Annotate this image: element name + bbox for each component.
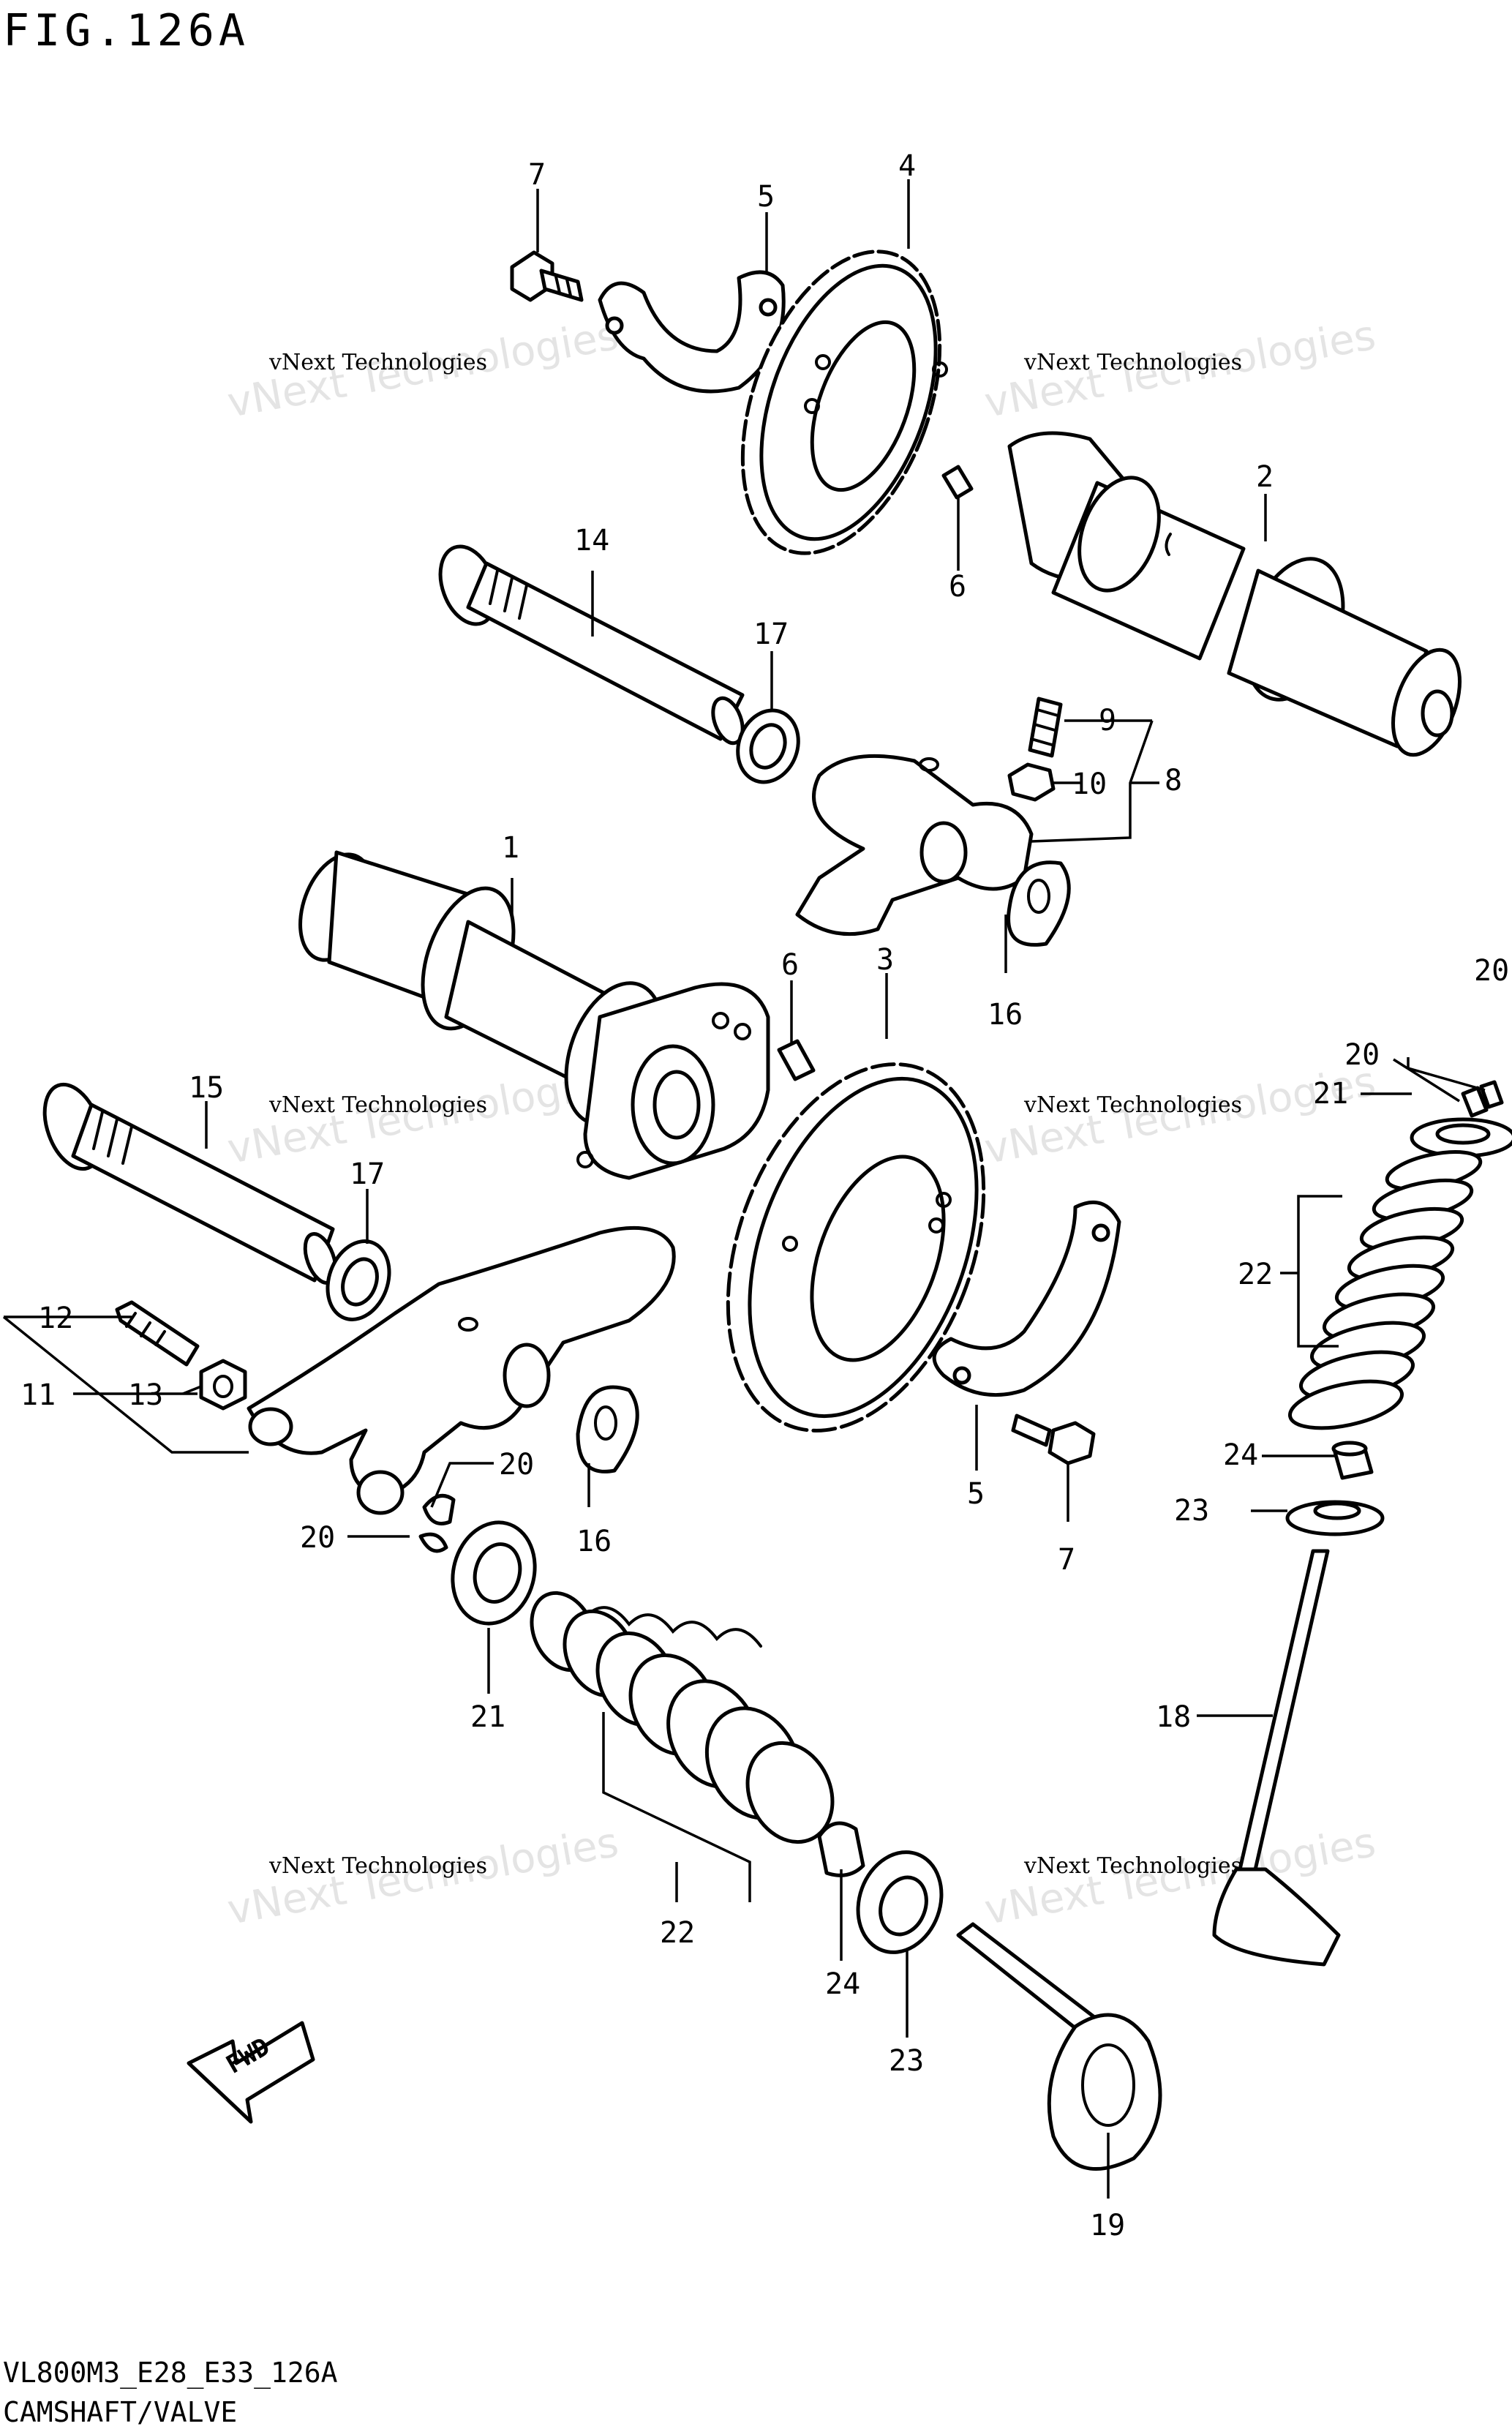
callout-22: 22	[660, 1916, 695, 1950]
footer-name: CAMSHAFT/VALVE	[3, 2396, 237, 2428]
callout-6: 6	[949, 570, 966, 604]
callout-10: 10	[1072, 767, 1107, 801]
callout-20: 20	[1474, 954, 1509, 988]
watermark-small: vNext Technologies	[1023, 1092, 1242, 1118]
callout-7: 7	[1058, 1543, 1075, 1577]
lock-nut-13	[199, 1359, 247, 1411]
callout-12: 12	[38, 1302, 73, 1335]
callout-22: 22	[1238, 1258, 1273, 1291]
callout-4: 4	[898, 149, 916, 183]
callout-labels: 7 5 4 2 6 14 17 9 10 8 16 1 6 3 20 20 21…	[20, 149, 1509, 2242]
callout-18: 18	[1156, 1700, 1191, 1734]
callout-16: 16	[576, 1525, 612, 1558]
callout-11: 11	[20, 1378, 56, 1412]
callout-20: 20	[300, 1521, 335, 1555]
callout-24: 24	[1223, 1438, 1258, 1472]
callout-14: 14	[574, 524, 609, 557]
callout-2: 2	[1256, 460, 1274, 494]
callout-20: 20	[499, 1448, 534, 1482]
footer-code: VL800M3_E28_E33_126A	[3, 2357, 338, 2389]
figure-title: FIG.126A	[3, 5, 249, 56]
lock-nut-10	[1007, 762, 1056, 802]
forward-direction-arrow: FWD	[187, 2021, 315, 2124]
callout-13: 13	[128, 1378, 163, 1412]
rocker-cap-16-lower	[576, 1385, 639, 1473]
callout-3: 3	[876, 943, 894, 977]
spring-retainer-21-left	[451, 1520, 537, 1626]
rocker-shaft-14	[438, 544, 745, 746]
watermark-small: vNext Technologies	[268, 1853, 487, 1879]
camshaft-2	[1007, 431, 1462, 757]
callout-6: 6	[781, 948, 799, 982]
valve-stem-seal-24-left	[817, 1821, 865, 1877]
valve-cotter-20-left	[418, 1493, 456, 1553]
callout-23: 23	[889, 2044, 924, 2078]
spring-seat-23-right	[1285, 1500, 1385, 1536]
valve-stem-seal-24-right	[1331, 1441, 1374, 1480]
rocker-cap-16-upper	[1007, 860, 1071, 947]
wave-washer-17-lower	[326, 1239, 391, 1321]
bolt-7-lower	[1011, 1414, 1096, 1465]
retainer-plate-5-upper	[598, 270, 786, 394]
retainer-plate-5-lower	[932, 1200, 1121, 1397]
callout-15: 15	[189, 1071, 224, 1105]
bolt-7-upper	[510, 250, 584, 302]
intake-valve-19	[956, 1922, 1162, 2171]
adjusting-screw-12	[115, 1300, 200, 1367]
callout-16: 16	[988, 998, 1023, 1032]
callout-17: 17	[753, 617, 789, 651]
callout-20: 20	[1344, 1038, 1380, 1072]
callout-23: 23	[1174, 1494, 1209, 1528]
callout-21: 21	[1313, 1077, 1348, 1111]
callout-17: 17	[350, 1157, 385, 1191]
valve-spring-22-left	[530, 1591, 835, 1844]
watermark-small: vNext Technologies	[1023, 1853, 1242, 1879]
rocker-arm-8	[795, 754, 1034, 936]
wave-washer-17-upper	[736, 708, 800, 784]
watermark-small: vNext Technologies	[1023, 350, 1242, 375]
valve-spring-22-right	[1287, 1150, 1483, 1430]
rocker-arm-11	[247, 1225, 676, 1515]
callout-21: 21	[470, 1700, 505, 1734]
callout-1: 1	[502, 831, 519, 865]
camshaft-1	[298, 850, 770, 1180]
adjusting-screw-9	[1028, 697, 1063, 758]
cam-sprocket-3	[726, 1062, 986, 1433]
exhaust-valve-18	[1212, 1549, 1341, 1967]
cam-sprocket-4	[740, 249, 948, 555]
callout-8: 8	[1165, 764, 1182, 797]
callout-24: 24	[825, 1967, 860, 2001]
dowel-pin-6-upper	[941, 465, 974, 500]
callout-19: 19	[1090, 2209, 1125, 2242]
callout-9: 9	[1099, 704, 1116, 737]
callout-5: 5	[967, 1477, 985, 1511]
callout-5: 5	[757, 180, 775, 214]
watermark-small: vNext Technologies	[268, 350, 487, 375]
callout-7: 7	[528, 158, 546, 192]
leader-lines	[2, 179, 1486, 2199]
dowel-pin-6-lower	[777, 1039, 816, 1081]
watermark-small: vNext Technologies	[268, 1092, 487, 1118]
valve-cotter-20-right	[1461, 1080, 1504, 1118]
spring-seat-23-left	[856, 1850, 944, 1954]
